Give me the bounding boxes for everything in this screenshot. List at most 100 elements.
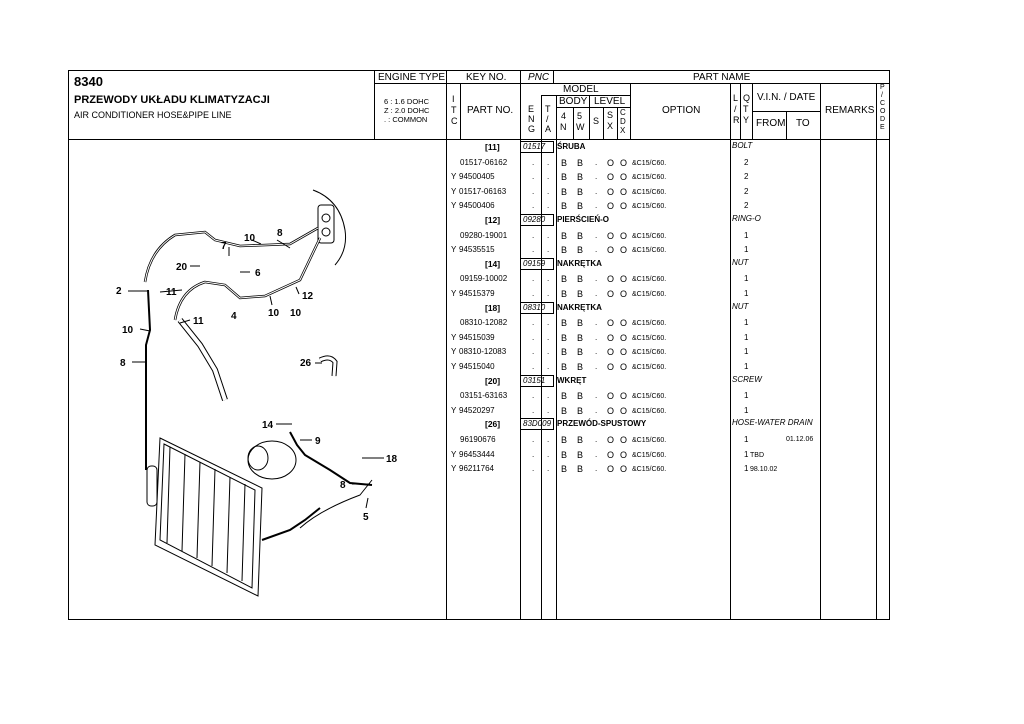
row-eng: .	[532, 274, 535, 284]
col-line-itc	[460, 83, 461, 139]
row-eng: .	[532, 245, 535, 255]
row-qty: 1	[744, 245, 749, 255]
row-level-cdx: O	[620, 230, 628, 241]
row-level-cdx: O	[620, 405, 628, 416]
pnc-box	[520, 214, 554, 226]
row-option: &C15/C60.	[632, 291, 667, 298]
key-no-header: KEY NO.	[466, 72, 507, 83]
engine-type-label: ENGINE TYPE	[378, 72, 446, 83]
row-part-no: 94500405	[459, 172, 495, 182]
section-code: 8340	[74, 74, 103, 89]
row-body-5w: B	[577, 332, 584, 343]
row-level-s: .	[595, 405, 598, 415]
row-body-4n: B	[561, 274, 568, 285]
group-pnc: 09159	[523, 258, 546, 268]
row-level-sx: O	[607, 347, 615, 358]
row-level-s: .	[595, 332, 598, 342]
row-body-5w: B	[577, 405, 584, 416]
row-body-4n: B	[561, 347, 568, 358]
level-s: S	[593, 116, 600, 126]
row-option: &C15/C60.	[632, 349, 667, 357]
row-ta: .	[547, 274, 550, 284]
pcode-o: O	[880, 108, 886, 115]
col-line-pcode	[876, 83, 877, 620]
row-body-5w: B	[577, 464, 584, 475]
group-pnc: 01517	[523, 142, 546, 151]
row-body-5w: B	[577, 391, 584, 402]
itc-c: C	[451, 116, 458, 126]
row-level-cdx: O	[620, 332, 628, 343]
row-eng: .	[532, 347, 535, 357]
row-level-sx: O	[607, 186, 615, 197]
row-option: &C15/C60.	[632, 437, 667, 444]
row-itc: Y	[451, 172, 457, 182]
row-level-cdx: O	[620, 245, 628, 256]
model-underline	[541, 95, 630, 96]
group-key: [18]	[485, 302, 501, 313]
row-part-no: 01517-06162	[460, 157, 508, 167]
page-title-pl: PRZEWODY UKŁADU KLIMATYZACJI	[74, 94, 270, 106]
part-name-header: PART NAME	[693, 72, 751, 83]
engine-line-2: Z : 2.0 DOHC	[384, 106, 430, 115]
level-cdx-c: C	[620, 108, 626, 117]
group-name-pl: PRZEWÓD-SPUSTOWY	[557, 419, 647, 429]
ta-a: A	[545, 124, 552, 134]
group-name-en: BOLT	[732, 141, 753, 150]
row-option: &C15/C60.	[632, 451, 667, 459]
row-body-5w: B	[577, 186, 584, 197]
col-line-b5	[573, 107, 574, 139]
row-ta: .	[547, 449, 550, 459]
group-name-en: SCREW	[732, 374, 762, 384]
row-part-no: 94500406	[459, 201, 495, 211]
col-line-cdx	[617, 107, 618, 139]
row-eng: .	[532, 362, 535, 371]
level-sx-s: S	[607, 110, 614, 120]
col-line-to	[786, 111, 787, 139]
diagram-callout: 26	[300, 358, 312, 369]
receiver-drier	[146, 465, 158, 507]
col-line-keyno	[520, 70, 521, 620]
group-key: [26]	[485, 419, 501, 430]
diagram-callout: 2	[116, 286, 122, 297]
header-separator	[68, 139, 890, 140]
row-level-sx: O	[607, 464, 615, 475]
row-part-no: 09280-19001	[460, 230, 508, 240]
row-level-sx: O	[607, 362, 615, 372]
row-level-cdx: O	[620, 289, 628, 299]
row-level-cdx: O	[620, 157, 628, 168]
row-level-s: .	[595, 449, 598, 459]
row-qty: 1	[744, 230, 749, 240]
row-part-no: 94535515	[459, 245, 495, 255]
itc-t: T	[451, 105, 457, 115]
row-body-5w: B	[577, 230, 584, 241]
row-qty: 1	[744, 362, 749, 371]
row-qty: 1	[744, 449, 749, 459]
row-eng: .	[532, 186, 535, 196]
row-option: &C15/C60.	[632, 232, 667, 240]
row-level-cdx: O	[620, 274, 628, 285]
row-body-5w: B	[577, 172, 584, 183]
row-part-no: 96453444	[459, 449, 495, 459]
row-ta: .	[547, 289, 550, 298]
row-body-5w: B	[577, 289, 584, 299]
group-key: [20]	[485, 375, 501, 386]
page-title-en: AIR CONDITIONER HOSE&PIPE LINE	[74, 110, 232, 120]
row-ta: .	[547, 318, 550, 328]
row-level-sx: O	[607, 230, 615, 241]
row-option: &C15/C60.	[632, 320, 667, 328]
row-body-5w: B	[577, 245, 584, 256]
diagram-callout: 11	[166, 287, 177, 298]
row-level-sx: O	[607, 201, 615, 212]
row-qty: 2	[744, 172, 749, 182]
row-option: &C15/C60.	[632, 174, 667, 182]
row-ta: .	[547, 347, 550, 357]
diagram-callout: 4	[231, 311, 237, 322]
row-level-sx: O	[607, 172, 615, 183]
diagram-callout: 10	[122, 325, 134, 336]
row-option: &C15/C60.	[632, 276, 667, 284]
lr-slash: /	[734, 104, 737, 114]
row-body-4n: B	[561, 405, 568, 416]
row-itc: Y	[451, 245, 457, 255]
row-body-4n: B	[561, 391, 568, 402]
row-qty: 1	[744, 332, 749, 342]
